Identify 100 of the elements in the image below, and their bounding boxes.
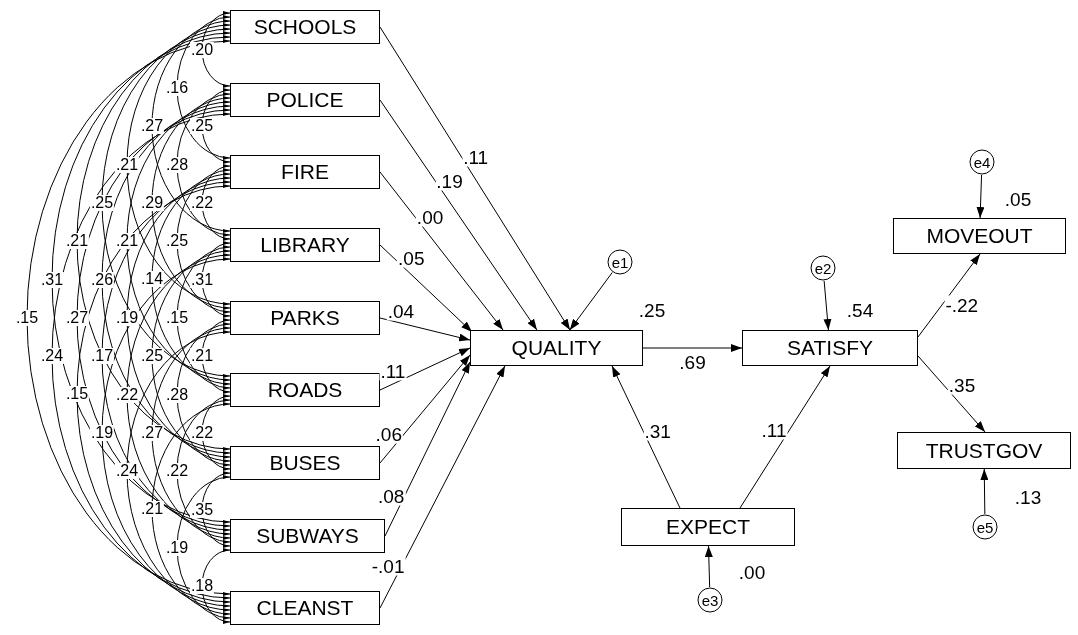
path-arrow xyxy=(379,26,571,331)
correlation-arc xyxy=(26,39,231,596)
correlation-arc xyxy=(76,184,231,604)
edge-label: .21 xyxy=(114,233,140,249)
variable-box: TRUSTGOV xyxy=(897,432,1071,469)
edge-label: .35 xyxy=(189,501,215,518)
path-arrow xyxy=(379,99,538,331)
path-arrow xyxy=(379,365,506,609)
correlation-arc xyxy=(126,330,231,612)
correlation-arc xyxy=(176,322,231,467)
path-arrow xyxy=(704,545,713,588)
edge-label: -.01 xyxy=(370,556,406,576)
correlation-arc xyxy=(126,23,231,306)
error-term-circle: e3 xyxy=(697,587,723,613)
edge-label: .21 xyxy=(189,348,215,364)
edge-label: .17 xyxy=(89,348,115,364)
correlation-arc xyxy=(76,31,231,451)
variable-box: BUSES xyxy=(230,446,380,480)
edge-label: .15 xyxy=(14,309,40,326)
edge-label: .25 xyxy=(189,118,215,134)
variable-box: POLICE xyxy=(230,83,380,117)
correlation-arc xyxy=(101,27,231,378)
edge-label: .16 xyxy=(164,79,190,96)
correlation-arc xyxy=(151,402,231,616)
edge-label: .19 xyxy=(164,539,190,556)
variable-box: ROADS xyxy=(230,373,380,407)
edge-label: .20 xyxy=(189,41,215,58)
edge-label: .25 xyxy=(164,233,190,249)
correlation-arc xyxy=(126,176,231,459)
edge-label: .19 xyxy=(114,309,140,326)
path-arrow xyxy=(379,171,504,331)
correlation-arc xyxy=(176,15,231,160)
edge-label: .25 xyxy=(139,348,165,364)
error-term-circle: e5 xyxy=(972,514,998,540)
edge-label: .26 xyxy=(89,271,115,288)
edge-label: .31 xyxy=(39,271,65,288)
variable-box: PARKS xyxy=(230,301,380,335)
edge-label: .24 xyxy=(39,348,65,364)
edge-label: .27 xyxy=(64,310,90,326)
edge-label: .18 xyxy=(189,578,215,594)
edge-label: .27 xyxy=(139,118,165,134)
variable-box: SUBWAYS xyxy=(230,519,385,553)
error-term-circle: e2 xyxy=(810,255,836,281)
error-term-circle: e4 xyxy=(969,149,995,175)
correlation-arc xyxy=(126,253,231,536)
path-arrow xyxy=(379,244,473,333)
correlation-arc xyxy=(126,100,231,382)
variable-box: SCHOOLS xyxy=(230,10,380,44)
correlation-arc xyxy=(176,92,231,237)
correlation-arc xyxy=(151,96,231,310)
correlation-arc xyxy=(101,104,231,455)
edge-label: .28 xyxy=(164,386,190,403)
edge-label: .24 xyxy=(114,463,140,479)
correlation-arc xyxy=(151,249,231,463)
path-arrow xyxy=(917,253,981,338)
edge-label: .31 xyxy=(189,271,215,288)
variable-box: QUALITY xyxy=(470,330,643,366)
path-arrow xyxy=(976,174,985,219)
correlation-arc xyxy=(101,180,231,532)
edge-label: .15 xyxy=(64,386,90,402)
path-arrow xyxy=(611,365,681,509)
variable-box: LIBRARY xyxy=(230,228,380,262)
error-term-circle: e1 xyxy=(607,249,633,275)
path-arrow xyxy=(379,347,471,391)
edge-label: .25 xyxy=(89,194,115,211)
variable-box: FIRE xyxy=(230,155,380,189)
path-arrow xyxy=(379,317,471,342)
path-arrow xyxy=(642,344,743,352)
edge-label: .22 xyxy=(189,194,215,211)
edge-label: .19 xyxy=(89,424,115,441)
variable-box: EXPECT xyxy=(621,508,795,546)
correlation-arc xyxy=(151,19,231,233)
variable-box: MOVEOUT xyxy=(893,218,1066,254)
edge-label: .27 xyxy=(139,425,165,441)
edge-label: .21 xyxy=(64,233,90,249)
correlation-arc xyxy=(151,326,231,540)
path-arrow xyxy=(917,355,986,433)
edge-label: .22 xyxy=(189,424,215,441)
edge-label: .15 xyxy=(164,309,190,326)
edge-label: .21 xyxy=(114,156,140,173)
correlation-arc xyxy=(176,475,231,620)
edge-label: .21 xyxy=(139,501,165,517)
path-arrow xyxy=(569,271,613,331)
edge-label: .28 xyxy=(164,156,190,173)
path-arrow xyxy=(384,361,471,537)
path-arrow xyxy=(980,468,989,515)
correlation-arc xyxy=(101,257,231,608)
path-arrow xyxy=(379,354,471,464)
path-arrow xyxy=(823,280,832,331)
correlation-arc xyxy=(176,245,231,390)
variable-box: CLEANST xyxy=(230,591,380,625)
edge-label: .29 xyxy=(139,195,165,211)
edge-label: .22 xyxy=(114,386,140,403)
variable-box: SATISFY xyxy=(742,330,918,366)
path-arrow xyxy=(739,365,831,509)
correlation-arc xyxy=(151,172,231,386)
edge-label: .14 xyxy=(139,271,165,287)
edge-label: .22 xyxy=(164,463,190,479)
correlation-arc xyxy=(176,398,231,544)
correlation-arc xyxy=(176,168,231,314)
